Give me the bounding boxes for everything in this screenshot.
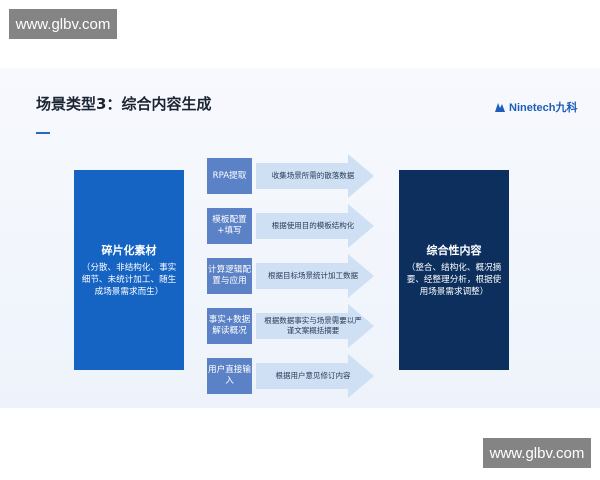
step-description: 根据用户意见修订内容 xyxy=(275,371,351,380)
step-row-4: 事实+数据解读概况 根据数据事实与场景需要以严谨文案概括摘要 xyxy=(207,304,375,348)
title-underline xyxy=(36,132,50,134)
watermark-top: www.glbv.com xyxy=(9,9,117,39)
step-row-3: 计算逻辑配置与应用 根据目标场景统计加工数据 xyxy=(207,254,375,298)
company-logo: Ninetech九科 xyxy=(494,99,577,115)
arrow-icon xyxy=(256,354,374,398)
arrow-icon xyxy=(256,254,374,298)
step-label: 用户直接输入 xyxy=(207,358,252,394)
step-description: 根据数据事实与场景需要以严谨文案概括摘要 xyxy=(264,316,362,335)
left-box-desc: （分散、非结构化、事实细节、未统计加工、随生成场景需求而生） xyxy=(81,263,177,297)
comprehensive-content-box: 综合性内容 （整合、结构化、概况摘要、经整理分析，根据使用场景需求调整） xyxy=(399,170,509,370)
logo-mark-icon xyxy=(495,102,505,112)
arrow-icon xyxy=(256,154,374,198)
step-row-1: RPA提取 收集场景所需的散落数据 xyxy=(207,154,375,198)
arrow-icon xyxy=(256,304,374,348)
slide-title: 场景类型3：综合内容生成 xyxy=(36,95,212,113)
step-label: 模板配置+填写 xyxy=(207,208,252,244)
right-box-title: 综合性内容 xyxy=(426,244,482,257)
step-description: 根据目标场景统计加工数据 xyxy=(268,271,358,280)
step-row-5: 用户直接输入 根据用户意见修订内容 xyxy=(207,354,375,398)
step-label: 计算逻辑配置与应用 xyxy=(207,258,252,294)
left-box-title: 碎片化素材 xyxy=(101,244,157,257)
logo-text: Ninetech九科 xyxy=(509,102,578,114)
right-box-desc: （整合、结构化、概况摘要、经整理分析，根据使用场景需求调整） xyxy=(406,263,502,297)
step-description: 根据使用目的模板结构化 xyxy=(271,221,355,230)
step-label: 事实+数据解读概况 xyxy=(207,308,252,344)
step-row-2: 模板配置+填写 根据使用目的模板结构化 xyxy=(207,204,375,248)
step-description: 收集场景所需的散落数据 xyxy=(271,171,355,180)
fragmented-material-box: 碎片化素材 （分散、非结构化、事实细节、未统计加工、随生成场景需求而生） xyxy=(74,170,184,370)
arrow-icon xyxy=(256,204,374,248)
watermark-bottom: www.glbv.com xyxy=(483,438,591,468)
step-label: RPA提取 xyxy=(207,158,252,194)
